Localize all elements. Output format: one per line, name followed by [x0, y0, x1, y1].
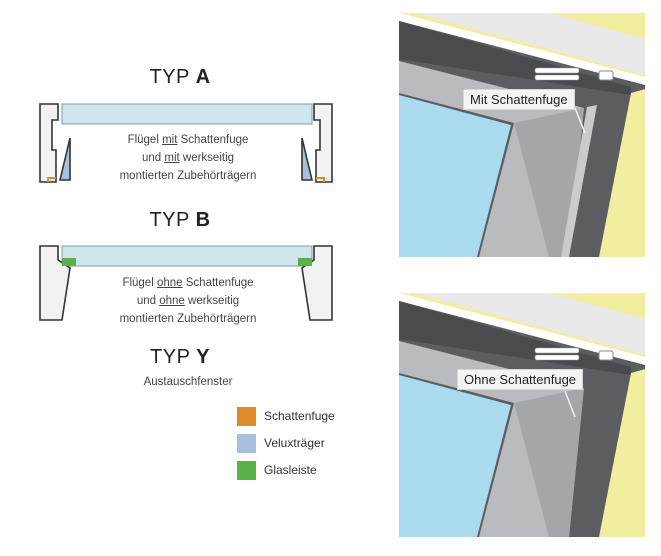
type-y-prefix: TYP [150, 346, 191, 368]
photo-2-render [399, 293, 645, 537]
callout-mit-schattenfuge: Mit Schattenfuge [463, 89, 575, 110]
type-b-prefix: TYP [149, 209, 190, 231]
legend-swatch-green [237, 460, 256, 480]
type-b-letter: B [195, 209, 211, 231]
type-b-desc-line-2: und ohne werkseitig [136, 295, 240, 307]
glass [399, 375, 511, 537]
photo-with-shadow-gap: Mit Schattenfuge [399, 13, 645, 257]
vent-slots [534, 67, 580, 81]
top-trim [399, 13, 645, 75]
legend-swatch-blue [237, 433, 256, 453]
legend-item-veluxtraeger: Veluxträger [237, 433, 325, 453]
type-a-left-veluxtraeger [58, 137, 71, 181]
vent-slots [534, 347, 580, 361]
type-b-desc-line-1: Flügel ohne Schattenfuge [122, 277, 254, 289]
type-a-desc-line-1: Flügel mit Schattenfuge [127, 134, 249, 146]
legend-item-glasleiste: Glasleiste [237, 460, 317, 480]
type-b-left-glasleiste [62, 258, 76, 266]
legend-label: Veluxträger [264, 436, 325, 450]
type-a-right-veluxtraeger [301, 137, 314, 181]
type-a-description: Flügel mit Schattenfuge und mit werkseit… [68, 131, 308, 185]
type-b-title: TYP B [60, 209, 300, 232]
legend-swatch-orange [237, 406, 256, 426]
photo-1-render [399, 13, 645, 257]
glass [399, 95, 511, 257]
type-a-prefix: TYP [149, 66, 190, 88]
legend-item-schattenfuge: Schattenfuge [237, 406, 335, 426]
top-trim [399, 293, 645, 355]
type-b-right-glasleiste [298, 258, 312, 266]
type-a-letter: A [195, 66, 211, 88]
type-a-desc-line-2: und mit werkseitig [141, 152, 235, 164]
type-y-letter: Y [196, 346, 210, 368]
photo-without-shadow-gap: Ohne Schattenfuge [399, 293, 645, 537]
type-a-left-frame [39, 103, 59, 183]
type-a-desc-line-3: montierten Zubehörträgern [119, 170, 257, 182]
type-a-left-shadow-gap [47, 177, 56, 182]
type-b-section-diagram [39, 245, 333, 321]
type-a-section-diagram [39, 103, 333, 183]
type-b-glass-pane [61, 245, 313, 267]
type-a-right-shadow-gap [316, 177, 325, 182]
shadow-gap-line [561, 105, 597, 257]
callout-ohne-schattenfuge: Ohne Schattenfuge [457, 369, 584, 390]
type-a-glass-pane [61, 103, 313, 125]
type-y-subtitle: Austauschfenster [143, 376, 233, 388]
type-a-right-frame [313, 103, 333, 183]
type-b-desc-line-3: montierten Zubehörträgern [119, 313, 257, 325]
legend-label: Glasleiste [264, 463, 317, 477]
type-y-title: TYP Y [60, 346, 300, 369]
type-b-description: Flügel ohne Schattenfuge und ohne werkse… [68, 274, 308, 328]
type-a-title: TYP A [60, 66, 300, 89]
legend-label: Schattenfuge [264, 409, 335, 423]
